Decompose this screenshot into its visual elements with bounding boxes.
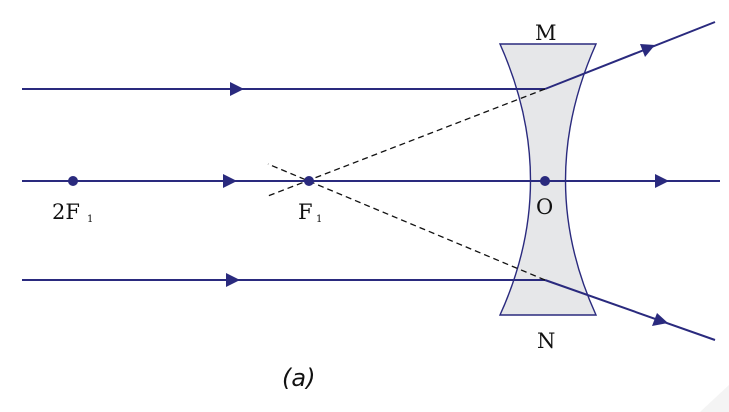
- label-2f1: 2F: [52, 200, 80, 224]
- figure-caption: (a): [282, 364, 315, 392]
- refracted-ray-bottom: [544, 279, 716, 341]
- arrowhead-top-refracted: [640, 44, 655, 57]
- arrowhead-axis-left: [223, 174, 237, 188]
- page-corner-fold: [700, 385, 729, 412]
- refracted-ray-top: [544, 21, 716, 90]
- label-m: M: [535, 21, 557, 45]
- point-f1: [304, 176, 314, 186]
- label-f1-subscript: 1: [316, 214, 322, 225]
- point-2f1: [68, 176, 78, 186]
- point-o: [540, 176, 550, 186]
- arrowhead-axis-right: [655, 174, 669, 188]
- arrowhead-bottom-incident: [226, 273, 240, 287]
- arrowhead-bottom-refracted: [652, 313, 668, 326]
- label-2f1-subscript: 1: [87, 214, 93, 225]
- label-o: O: [536, 195, 553, 219]
- label-n: N: [537, 329, 555, 353]
- arrowhead-top-incident: [230, 82, 244, 96]
- label-f1: F: [298, 200, 313, 224]
- virtual-ray-extension-bottom: [267, 163, 546, 281]
